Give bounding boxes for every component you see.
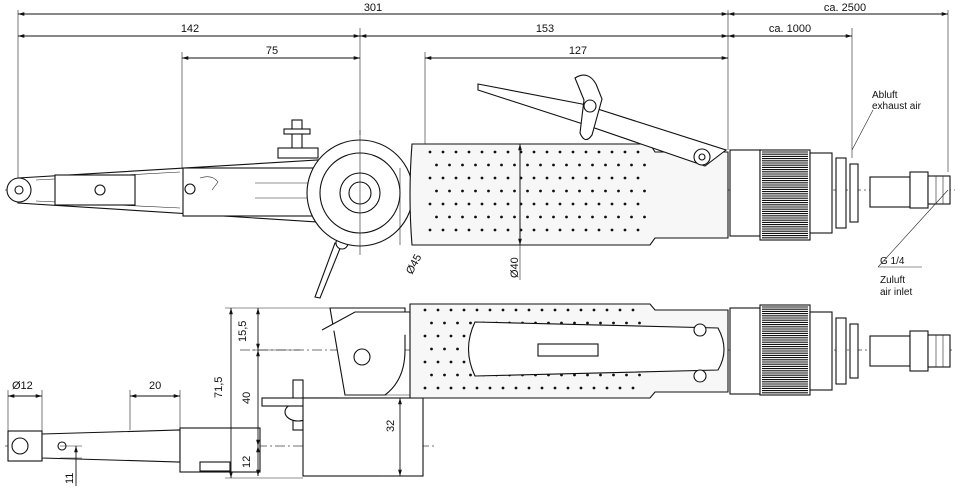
dim-arm-length: 142	[181, 23, 199, 35]
dim-tip-length: 20	[149, 380, 161, 392]
tension-screw-top	[277, 119, 319, 159]
dim-height-total: 71,5	[213, 377, 225, 398]
label-exhaust-de: Abluft	[872, 90, 898, 101]
bottom-view: 15,5 71,5 40 32 12 Ø12 20 11	[5, 303, 955, 486]
label-inlet-de: Zuluft	[880, 275, 905, 286]
top-view: 301 ca. 2500 142 153 ca. 1000 75 127 Ø45…	[5, 2, 955, 299]
dim-wheel-offset: 75	[266, 45, 278, 57]
inlet-leader	[877, 189, 949, 268]
label-thread: G 1/4	[880, 256, 905, 267]
dim-hose-length: ca. 2500	[824, 2, 866, 14]
dim-height-upper: 15,5	[237, 321, 249, 342]
dimension-lines-bottom	[7, 307, 420, 486]
rear-fitting-bottom	[729, 304, 951, 396]
dim-grip-length: 127	[569, 45, 587, 57]
dim-grip-diameter: Ø40	[509, 257, 521, 278]
dim-hose-segment: ca. 1000	[769, 23, 811, 35]
belt-arm-bottom	[7, 427, 261, 473]
housing-bottom	[302, 307, 424, 477]
belt-arm-top	[6, 159, 320, 223]
dim-overall-length: 301	[364, 2, 382, 14]
dim-handle-length: 153	[536, 23, 554, 35]
grip-bottom	[409, 303, 729, 399]
dim-height-lower: 12	[241, 456, 253, 468]
dim-wheel-diameter: Ø45	[404, 252, 424, 276]
rear-fitting-top	[729, 149, 951, 241]
contact-wheel-top	[306, 130, 414, 255]
dim-height-mid: 40	[241, 392, 253, 404]
label-inlet-en: air inlet	[880, 287, 912, 298]
label-exhaust-en: exhaust air	[872, 101, 922, 112]
dim-roller-diameter: Ø12	[12, 380, 33, 392]
dim-height-body: 32	[385, 420, 397, 432]
throttle-lever-top	[477, 74, 728, 167]
release-lever-top	[314, 242, 342, 299]
dimension-lines-top	[17, 10, 949, 280]
dim-roller-width: 11	[64, 473, 76, 484]
grip-top	[409, 143, 729, 246]
exhaust-leader	[851, 109, 874, 151]
